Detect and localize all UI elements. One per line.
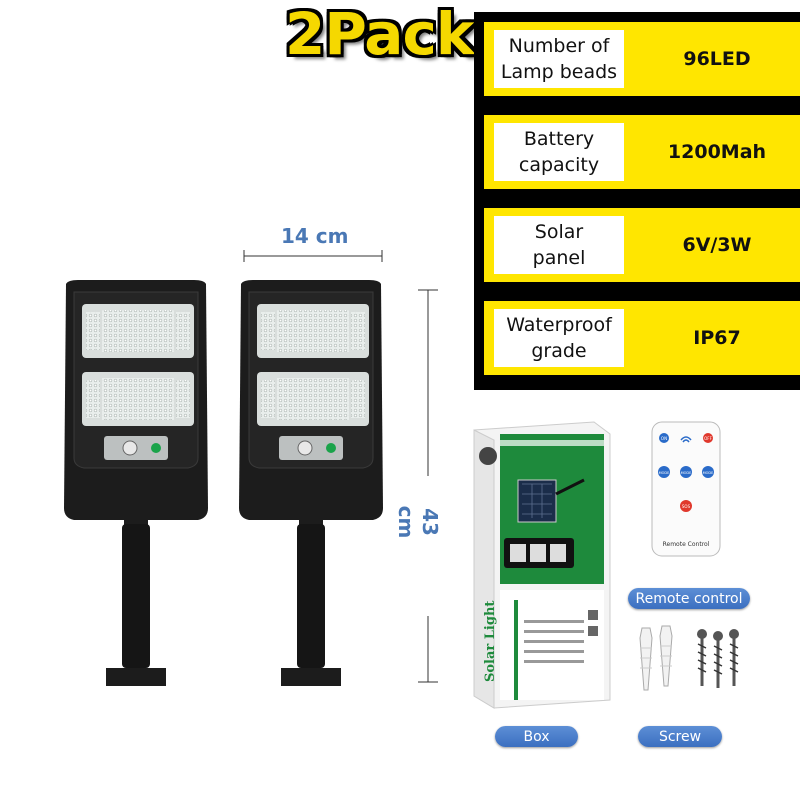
remote-off-text: OFF	[704, 436, 712, 441]
height-dimension-line	[418, 289, 438, 683]
box-brand-text: Solar Light	[483, 601, 498, 682]
remote-caption-text: Remote Control	[663, 541, 710, 548]
width-dimension-line	[243, 250, 383, 262]
solar-street-lamp-1	[64, 280, 208, 686]
product-box-image: Solar Light	[473, 421, 611, 709]
remote-control-image: ON OFF MODE MODE MODE SOS Remote Control	[651, 421, 721, 557]
spec-value: 1200Mah	[667, 141, 767, 163]
spec-label: Number of Lamp beads	[494, 30, 624, 88]
screws-image	[639, 625, 739, 691]
remote-control-label: Remote control	[628, 588, 750, 609]
remote-mode-text: MODE	[659, 471, 670, 475]
spec-value: 6V/3W	[682, 234, 752, 256]
spec-label: Solar panel	[494, 216, 624, 274]
spec-table: Number of Lamp beads 96LED Battery capac…	[474, 12, 800, 390]
spec-label: Waterproof grade	[494, 309, 624, 367]
spec-row-waterproof: Waterproof grade IP67	[484, 301, 800, 375]
remote-on-text: ON	[661, 436, 667, 441]
remote-mode-text: MODE	[681, 471, 692, 475]
solar-street-lamp-2	[239, 280, 383, 686]
box-label: Box	[495, 726, 578, 747]
spec-row-solar-panel: Solar panel 6V/3W	[484, 208, 800, 282]
spec-row-battery: Battery capacity 1200Mah	[484, 115, 800, 189]
screw-label: Screw	[638, 726, 722, 747]
spec-row-lamp-beads: Number of Lamp beads 96LED	[484, 22, 800, 96]
width-dimension-label: 14 cm	[281, 224, 349, 248]
remote-mode-text: MODE	[703, 471, 714, 475]
spec-value: IP67	[693, 327, 741, 349]
pack-title: 2Pack	[285, 0, 474, 68]
remote-sos-text: SOS	[682, 504, 691, 509]
height-dimension-label: 43 cm	[394, 505, 442, 539]
spec-label: Battery capacity	[494, 123, 624, 181]
spec-value: 96LED	[683, 48, 751, 70]
